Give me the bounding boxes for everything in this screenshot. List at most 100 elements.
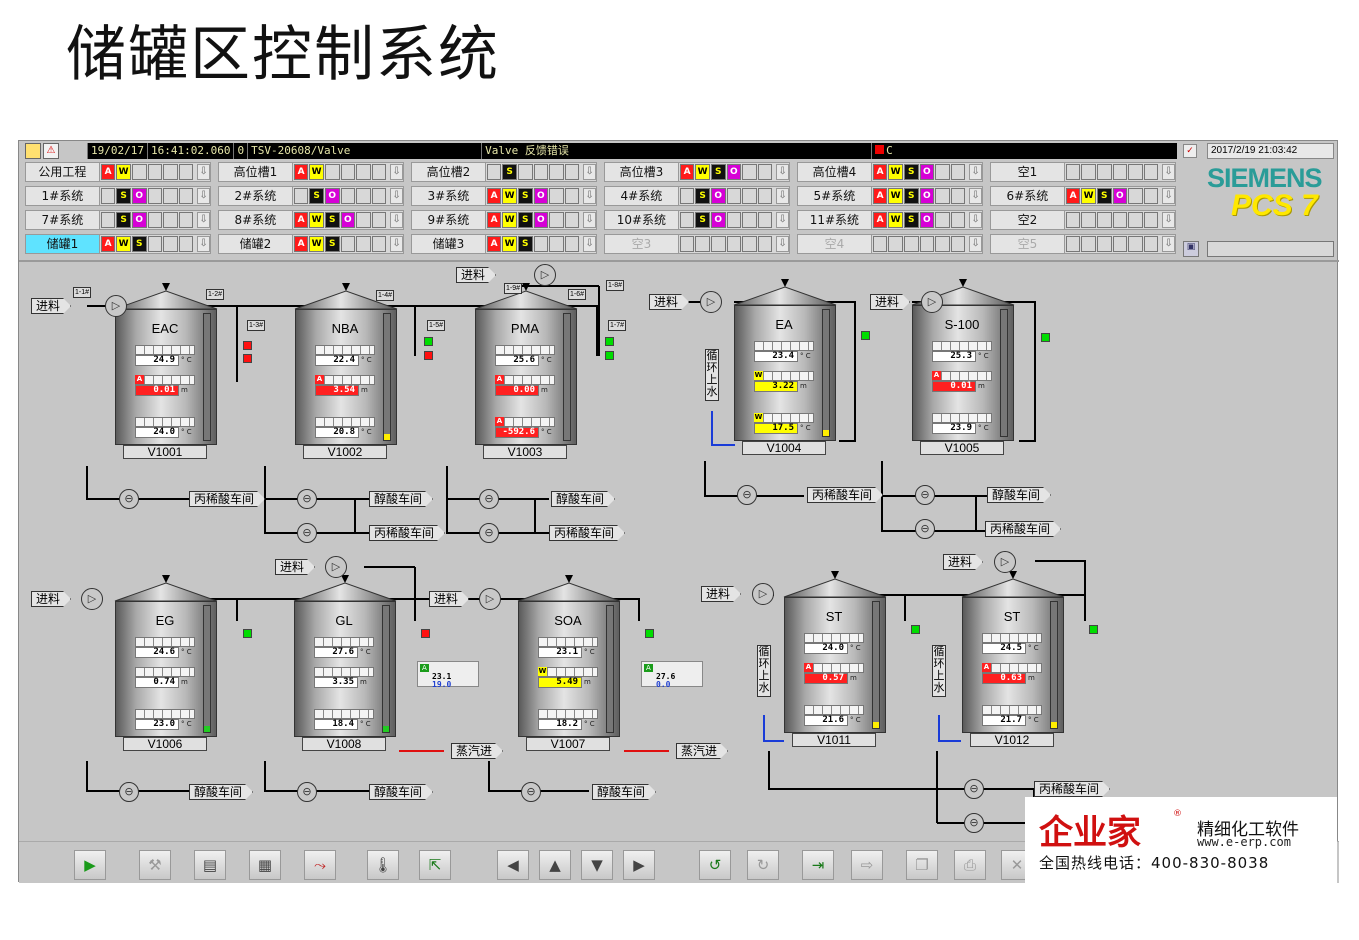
alarm-warning-icon[interactable]: ⚠ (43, 143, 59, 159)
destination-acid2[interactable]: 醇酸车间 (369, 491, 433, 507)
destination-acid2[interactable]: 醇酸车间 (189, 784, 253, 800)
arrow-down-icon[interactable]: ⇩ (197, 212, 211, 228)
area-button[interactable]: 空3⇩ (604, 234, 790, 254)
arrow-down-icon[interactable]: ⇩ (1162, 212, 1176, 228)
temperature-readout[interactable]: 21.7° C (982, 705, 1042, 727)
feed-label[interactable]: 进料 (456, 267, 496, 283)
alarm-line[interactable]: 19/02/17 16:41:02.060 0 TSV-20608/Valve … (87, 143, 1177, 159)
steam-inlet[interactable]: 蒸汽进 (676, 743, 728, 759)
destination-acid1[interactable]: 丙稀酸车间 (549, 525, 625, 541)
arrow-down-icon[interactable]: ⇩ (776, 236, 790, 252)
transfer-pump[interactable]: ⊖ (479, 523, 499, 543)
feed-pump[interactable]: ▷ (752, 583, 774, 605)
transfer-pump[interactable]: ⊖ (297, 782, 317, 802)
destination-acid2[interactable]: 醇酸车间 (369, 784, 433, 800)
temperature-readout[interactable]: 25.3° C (932, 341, 992, 363)
feed-label[interactable]: 进料 (701, 586, 741, 602)
arrow-down-icon[interactable]: ⇩ (776, 188, 790, 204)
thermometer-icon[interactable]: 🌡 (367, 850, 399, 880)
forward-icon[interactable]: ⇨ (851, 850, 883, 880)
feed-label[interactable]: 进料 (943, 554, 983, 570)
destination-acid1[interactable]: 丙稀酸车间 (1034, 781, 1110, 797)
temperature-readout[interactable]: 18.4° C (314, 709, 374, 731)
arrow-down-icon[interactable]: ⇩ (583, 212, 597, 228)
transfer-pump[interactable]: ⊖ (297, 489, 317, 509)
arrow-down-icon[interactable]: ⇩ (776, 212, 790, 228)
arrow-down-icon[interactable]: ⇩ (1162, 164, 1176, 180)
feed-label[interactable]: 进料 (429, 591, 469, 607)
arrow-down-icon[interactable]: ▼ (581, 850, 613, 880)
arrow-down-icon[interactable]: ⇩ (583, 188, 597, 204)
feed-pump[interactable]: ▷ (479, 588, 501, 610)
temperature-readout[interactable]: 27.6° C (314, 637, 374, 659)
destination-acid2[interactable]: 醇酸车间 (592, 784, 656, 800)
tools-icon[interactable]: ⚒ (139, 850, 171, 880)
arrow-down-icon[interactable]: ⇩ (390, 164, 404, 180)
arrow-up-icon[interactable]: ▲ (539, 850, 571, 880)
feed-pump[interactable]: ▷ (700, 291, 722, 313)
feed-label[interactable]: 进料 (649, 294, 689, 310)
arrow-down-icon[interactable]: ⇩ (969, 164, 983, 180)
import-icon[interactable]: ⇥ (802, 850, 834, 880)
temperature-readout[interactable]: 20.8° C (315, 417, 375, 439)
copy-icon[interactable]: ❐ (906, 850, 938, 880)
temperature-readout[interactable]: 23.4° C (754, 341, 814, 363)
temperature-readout[interactable]: 24.0° C (135, 417, 195, 439)
transfer-pump[interactable]: ⊖ (915, 519, 935, 539)
arrow-down-icon[interactable]: ⇩ (1162, 236, 1176, 252)
area-button[interactable]: 空1⇩ (990, 162, 1176, 182)
temperature-readout[interactable]: 18.2° C (538, 709, 598, 731)
destination-acid2[interactable]: 醇酸车间 (551, 491, 615, 507)
destination-acid2[interactable]: 醇酸车间 (987, 487, 1051, 503)
transfer-pump[interactable]: ⊖ (964, 779, 984, 799)
temperature-readout[interactable]: 24.0° C (804, 633, 864, 655)
temperature-readout[interactable]: 21.6° C (804, 705, 864, 727)
report-icon[interactable]: ▦ (249, 850, 281, 880)
arrow-left-icon[interactable]: ◀ (497, 850, 529, 880)
undo-icon[interactable]: ↺ (699, 850, 731, 880)
destination-acid1[interactable]: 丙稀酸车间 (985, 521, 1061, 537)
arrow-down-icon[interactable]: ⇩ (969, 212, 983, 228)
area-button[interactable]: 空4⇩ (797, 234, 983, 254)
feed-pump[interactable]: ▷ (105, 295, 127, 317)
transfer-pump[interactable]: ⊖ (479, 489, 499, 509)
arrow-down-icon[interactable]: ⇩ (197, 164, 211, 180)
arrow-down-icon[interactable]: ⇩ (390, 212, 404, 228)
arrow-down-icon[interactable]: ⇩ (776, 164, 790, 180)
feed-label[interactable]: 进料 (870, 294, 910, 310)
feed-label[interactable]: 进料 (31, 298, 71, 314)
area-button[interactable]: 空2⇩ (990, 210, 1176, 230)
temperature-readout[interactable]: 24.9° C (135, 345, 195, 367)
transfer-pump[interactable]: ⊖ (737, 485, 757, 505)
feed-pump[interactable]: ▷ (81, 588, 103, 610)
feed-label[interactable]: 进料 (31, 591, 71, 607)
temperature-readout[interactable]: 24.6° C (135, 637, 195, 659)
feed-label[interactable]: 进料 (275, 559, 315, 575)
temperature-readout[interactable]: 24.5° C (982, 633, 1042, 655)
acknowledge-icon[interactable]: ✓ (1183, 144, 1197, 158)
temperature-readout[interactable]: A-592.6° C (495, 417, 555, 439)
temperature-readout[interactable]: 22.4° C (315, 345, 375, 367)
redo-icon[interactable]: ↻ (747, 850, 779, 880)
feed-pump[interactable]: ▷ (921, 291, 943, 313)
arrow-down-icon[interactable]: ⇩ (583, 236, 597, 252)
trend-icon[interactable]: ⤳ (304, 850, 336, 880)
transfer-pump[interactable]: ⊖ (521, 782, 541, 802)
arrow-down-icon[interactable]: ⇩ (197, 188, 211, 204)
